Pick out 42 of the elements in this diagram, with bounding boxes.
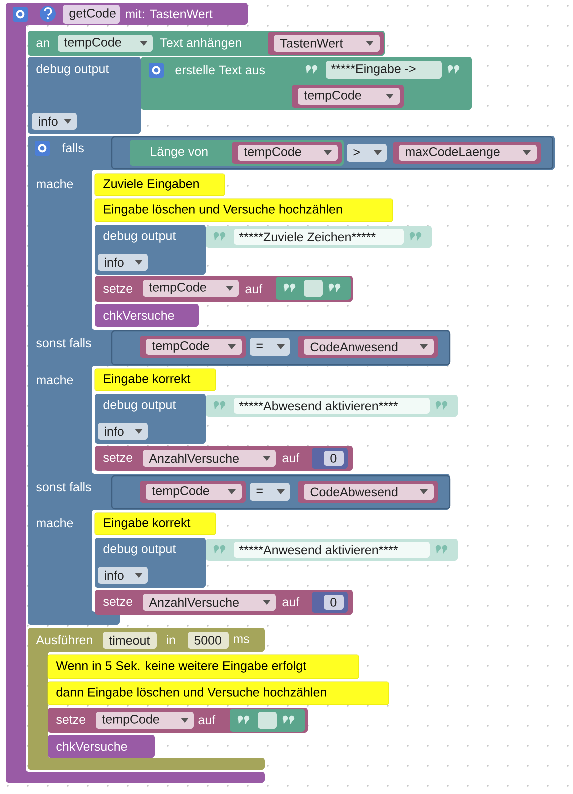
dropdown-field: tempCode — [58, 35, 153, 52]
variable-block: CodeAbwesend — [298, 481, 438, 503]
dropdown-field: info — [98, 423, 148, 440]
node-label: erstelle Text aus — [176, 65, 266, 75]
string-block — [230, 709, 305, 732]
string-block: *****Abwesend aktivieren**** — [206, 395, 458, 417]
dropdown-field: info — [98, 254, 148, 271]
dropdown-field: > — [347, 144, 387, 162]
comment-block: Eingabe korrekt — [94, 368, 216, 392]
string-block — [276, 277, 351, 300]
dropdown-field: tempCode — [96, 712, 194, 729]
variable-block: tempCode — [140, 481, 246, 503]
dropdown-field: AnzahlVersuche — [143, 594, 276, 611]
node-label: Text anhängen — [160, 38, 242, 50]
number-block: 0 — [312, 448, 348, 469]
variable-block: maxCodeLaenge — [393, 142, 541, 164]
dropdown-field: AnzahlVersuche — [143, 450, 276, 467]
text-field: timeout — [103, 632, 157, 649]
variable-block: tempCode — [232, 142, 342, 164]
string-block: *****Eingabe -> — [298, 58, 470, 82]
dropdown-field: info — [32, 113, 77, 130]
string-block: *****Zuviele Zeichen***** — [206, 226, 432, 248]
variable-block: CodeAnwesend — [298, 336, 438, 358]
number-block: 0 — [312, 592, 348, 613]
comment-block: Zuviele Eingaben — [94, 174, 226, 196]
dropdown-field: = — [250, 483, 290, 501]
procedure-call-block: chkVersuche — [48, 735, 155, 758]
text-field: 5000 — [188, 632, 229, 649]
dropdown-field: = — [250, 338, 290, 356]
comment-block: Eingabe löschen und Versuche hochzählen — [94, 198, 394, 222]
comment-block: Eingabe korrekt — [94, 512, 216, 536]
node-label: an — [36, 40, 50, 48]
procedure-call-block: chkVersuche — [95, 304, 199, 327]
comment-block: dann Eingabe löschen und Versuche hochzählen — [48, 682, 390, 706]
string-block: *****Anwesend aktivieren**** — [206, 539, 458, 561]
variable-block: tempCode — [292, 85, 404, 108]
comment-block: Wenn in 5 Sek. keine weitere Eingabe erfolgt — [48, 654, 360, 680]
name-field: getCode — [63, 5, 120, 24]
variable-block: TastenWert — [268, 32, 384, 55]
dropdown-field: info — [98, 567, 148, 584]
variable-block: tempCode — [140, 336, 246, 358]
dropdown-field: tempCode — [143, 280, 239, 297]
